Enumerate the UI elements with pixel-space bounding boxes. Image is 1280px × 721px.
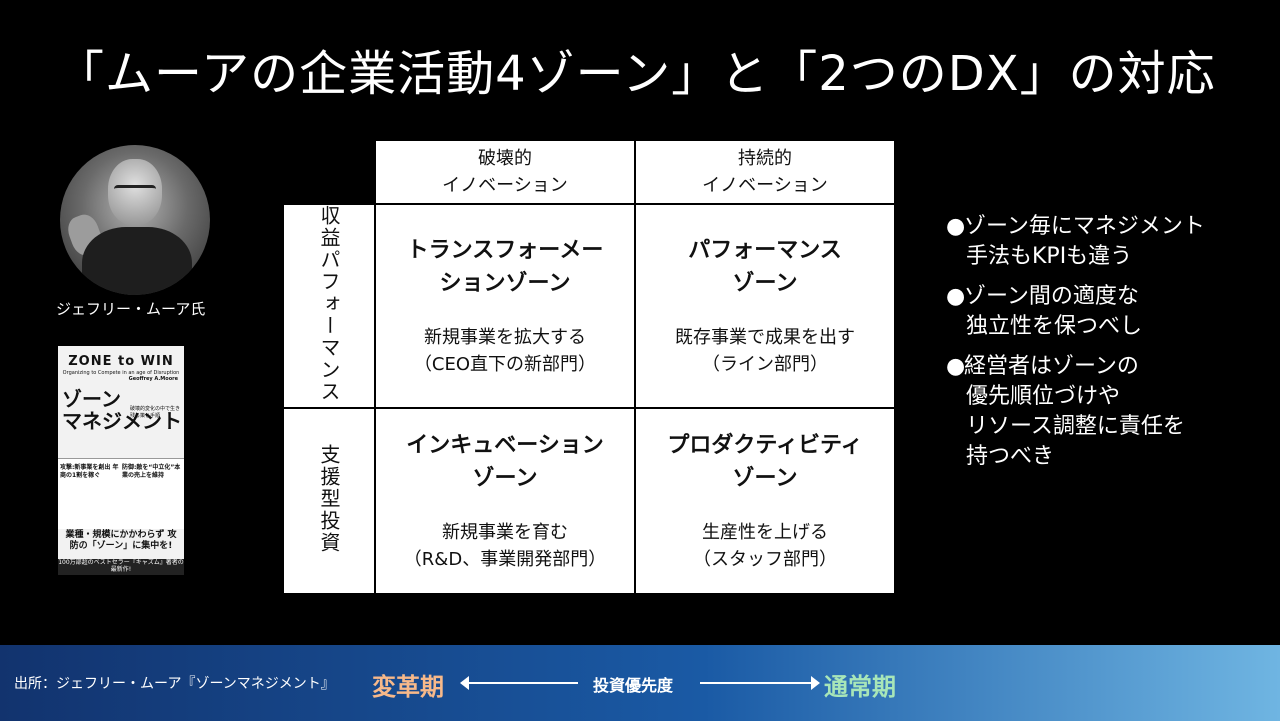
bullet-line: 独立性を保つべし (966, 314, 1143, 339)
cell-incubation-zone: インキュベーション ゾーン 新規事業を育む （R&D、事業開発部門） (374, 407, 636, 595)
suit-shape (82, 227, 192, 295)
glasses-shape (114, 185, 156, 196)
zone-desc-line2: （スタッフ部門） (693, 549, 837, 570)
slide-title: 「ムーアの企業活動4ゾーン」と「2つのDX」の対応 (56, 46, 1216, 102)
bullet-line: リソース調整に責任を (966, 414, 1185, 439)
row-label-text: 収益パフォーマンス (317, 205, 341, 403)
book-band (58, 458, 184, 529)
phase-transformation: 変革期 (372, 673, 444, 701)
book-title-en: ZONE to WIN (68, 354, 174, 369)
zone-desc: 新規事業を育む （R&D、事業開発部門） (376, 519, 634, 573)
col-header-disruptive: 破壊的 イノベーション (374, 139, 636, 205)
matrix-corner (283, 140, 375, 204)
person-name: ジェフリー・ムーア氏 (56, 300, 206, 318)
portrait-photo (60, 145, 210, 295)
row-label-text: 支援型投資 (317, 444, 341, 554)
book-cover: ZONE to WIN Organizing to Compete in an … (58, 346, 184, 575)
col-header-line1: 持続的 (738, 148, 792, 169)
zone-desc-line2: （R&D、事業開発部門） (403, 549, 607, 570)
cell-performance-zone: パフォーマンス ゾーン 既存事業で成果を出す （ライン部門） (634, 203, 896, 409)
bullet-item: ●経営者はゾーンの 優先順位づけや リソース調整に責任を 持つべき (946, 352, 1266, 472)
bullet-dot-icon: ● (946, 284, 966, 309)
bullet-line: ゾーン毎にマネジメント (964, 214, 1205, 239)
zone-name: プロダクティビティ ゾーン (636, 429, 894, 495)
arrow-left-icon (460, 676, 578, 690)
zone-name-line1: トランスフォーメー (406, 238, 604, 263)
zone-desc-line1: 新規事業を拡大する (424, 327, 586, 348)
bullet-dot-icon: ● (946, 354, 966, 379)
bullet-line: 手法もKPIも違う (966, 244, 1133, 269)
bullet-line: ゾーン間の適度な (964, 284, 1139, 309)
zone-name-line2: ションゾーン (439, 271, 571, 296)
zone-desc-line1: 新規事業を育む (442, 522, 568, 543)
book-author-en: Geoffrey A.Moore (128, 376, 178, 382)
arrow-right-icon (700, 676, 820, 690)
col-header-line1: 破壊的 (478, 148, 532, 169)
book-title-jp: ゾーン マネジメント (62, 388, 184, 432)
bullet-line: 優先順位づけや (966, 384, 1121, 409)
col-header-sustaining: 持続的 イノベーション (634, 139, 896, 205)
bullet-dot-icon: ● (946, 214, 966, 239)
book-catch: 業種・規模にかかわらず 攻防の「ゾーン」に集中を! (65, 530, 177, 551)
book-tagline: 破壊的変化の中で生き残る策と手順 (130, 406, 181, 419)
zone-name-line1: パフォーマンス (688, 238, 842, 263)
zone-matrix: 破壊的 イノベーション 持続的 イノベーション 収益パフォーマンス トランスフォ… (282, 139, 896, 595)
zone-name: トランスフォーメー ションゾーン (376, 234, 634, 300)
col-header-line2: イノベーション (442, 175, 568, 196)
investment-priority-label: 投資優先度 (593, 676, 674, 695)
cell-productivity-zone: プロダクティビティ ゾーン 生産性を上げる （スタッフ部門） (634, 407, 896, 595)
zone-name-line2: ゾーン (472, 466, 538, 491)
zone-desc: 生産性を上げる （スタッフ部門） (636, 519, 894, 573)
bullet-line: 持つべき (966, 444, 1055, 469)
zone-desc-line2: （CEO直下の新部門） (413, 354, 597, 375)
zone-name-line1: プロダクティビティ (667, 433, 863, 458)
bullet-item: ●ゾーン間の適度な 独立性を保つべし (946, 282, 1266, 342)
col-header-line2: イノベーション (702, 175, 828, 196)
zone-desc-line1: 既存事業で成果を出す (675, 327, 855, 348)
zone-name: インキュベーション ゾーン (376, 429, 634, 495)
book-title-jp-2: マネジメント (62, 409, 182, 433)
book-footer: 100万部超のベストセラー『キャズム』著者の最新作! (58, 559, 184, 575)
row-label-enabling-investment: 支援型投資 (282, 407, 376, 595)
bullet-line: 経営者はゾーンの (964, 354, 1139, 379)
footer-band: 出所：ジェフリー・ムーア『ゾーンマネジメント』 変革期 投資優先度 通常期 (0, 645, 1280, 721)
phase-normal: 通常期 (824, 673, 896, 701)
zone-name-line2: ゾーン (732, 271, 798, 296)
book-attack: 攻撃:新事業を創出 年商の1割を稼ぐ (60, 464, 119, 479)
source-citation: 出所：ジェフリー・ムーア『ゾーンマネジメント』 (14, 676, 335, 692)
book-subtitle-en: Organizing to Compete in an age of Disru… (62, 370, 180, 376)
book-defense: 防御:敵を“中立化”本業の売上を維持 (122, 464, 181, 479)
zone-desc: 新規事業を拡大する （CEO直下の新部門） (376, 324, 634, 378)
zone-desc: 既存事業で成果を出す （ライン部門） (636, 324, 894, 378)
zone-name: パフォーマンス ゾーン (636, 234, 894, 300)
row-label-performance: 収益パフォーマンス (282, 203, 376, 409)
zone-desc-line1: 生産性を上げる (702, 522, 828, 543)
zone-name-line2: ゾーン (732, 466, 798, 491)
zone-desc-line2: （ライン部門） (702, 354, 828, 375)
zone-name-line1: インキュベーション (406, 433, 604, 458)
cell-transformation-zone: トランスフォーメー ションゾーン 新規事業を拡大する （CEO直下の新部門） (374, 203, 636, 409)
book-title-jp-1: ゾーン (62, 387, 121, 411)
bullet-item: ●ゾーン毎にマネジメント 手法もKPIも違う (946, 212, 1266, 272)
key-points: ●ゾーン毎にマネジメント 手法もKPIも違う ●ゾーン間の適度な 独立性を保つべ… (946, 212, 1266, 482)
